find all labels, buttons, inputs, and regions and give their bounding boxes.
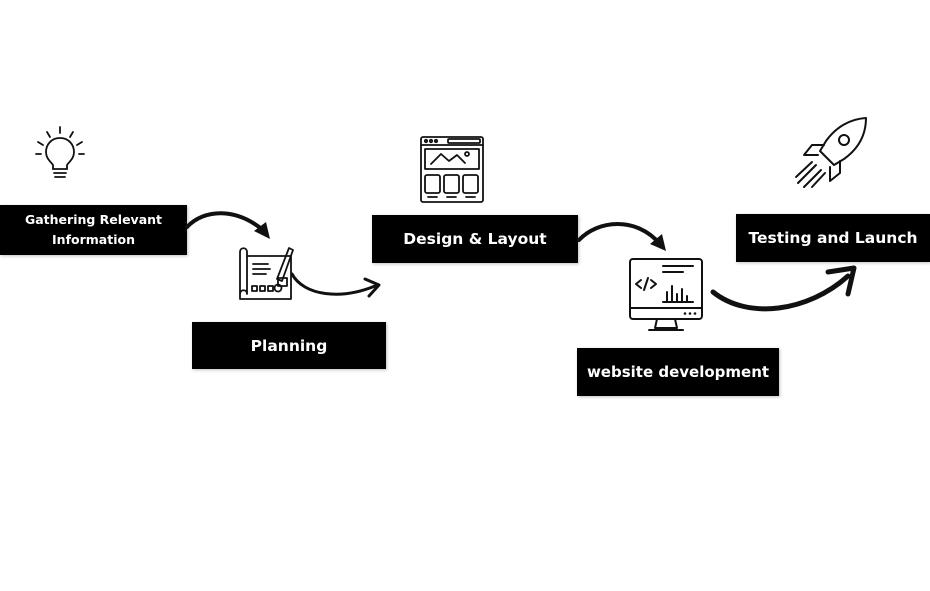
step-design-box: Design & Layout (372, 215, 578, 263)
code-monitor-icon (629, 258, 703, 331)
step-planning-label: Planning (250, 336, 328, 355)
lightbulb-icon (35, 126, 85, 178)
step-gathering-label: Gathering Relevant Information (24, 212, 163, 247)
step-development-box: website development (577, 348, 779, 396)
step-gathering-box: Gathering Relevant Information (0, 205, 187, 255)
step-testing-label: Testing and Launch (748, 229, 918, 247)
blueprint-pencil-icon (239, 247, 294, 300)
step-testing-box: Testing and Launch (736, 214, 930, 262)
wireframe-layout-icon (420, 136, 484, 203)
arrow-dev-to-launch (710, 265, 857, 312)
rocket-icon (795, 117, 867, 188)
step-planning-box: Planning (192, 322, 386, 369)
arrow-plan-to-design (290, 272, 381, 298)
step-development-label: website development (586, 363, 770, 381)
step-design-label: Design & Layout (403, 230, 547, 248)
arrow-gather-to-plan (185, 211, 270, 239)
arrow-design-to-dev (577, 222, 666, 251)
